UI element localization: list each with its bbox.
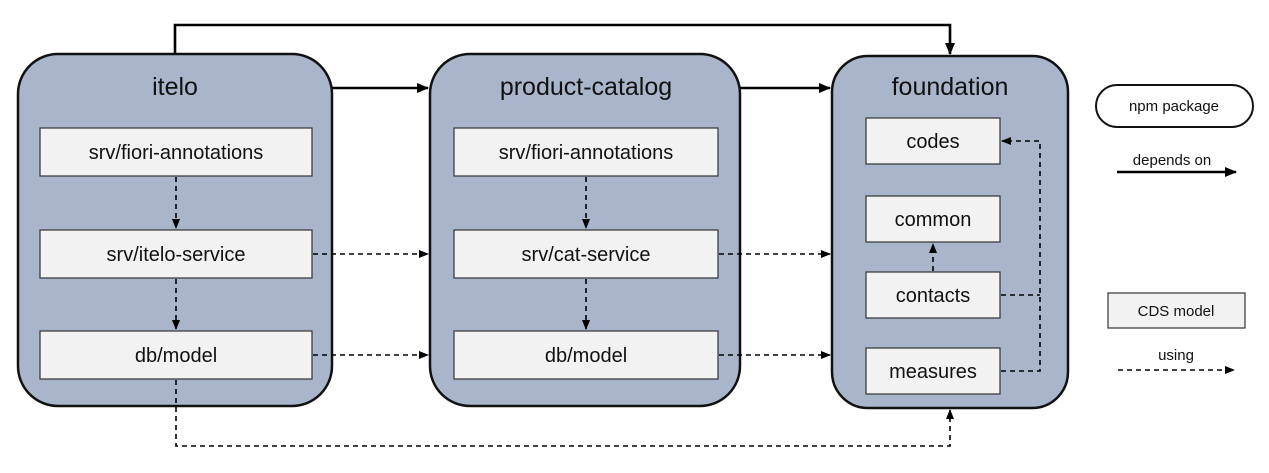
- module-itelo-db-model: db/model: [39, 330, 313, 380]
- legend-cds-model-label: CDS model: [1138, 303, 1215, 320]
- module-measures: measures: [865, 347, 1001, 395]
- module-itelo-fiori-annotations: srv/fiori-annotations: [39, 127, 313, 177]
- module-itelo-service: srv/itelo-service: [39, 229, 313, 279]
- legend-npm-package: npm package: [1095, 84, 1254, 128]
- module-contacts: contacts: [865, 271, 1001, 319]
- module-cat-service: srv/cat-service: [453, 229, 719, 279]
- module-label: db/model: [545, 345, 627, 367]
- package-product-catalog-title: product-catalog: [500, 73, 672, 101]
- using-arrow-itelo-model-to-foundation: [175, 380, 954, 447]
- module-label: srv/fiori-annotations: [89, 142, 264, 164]
- package-foundation-title: foundation: [892, 73, 1009, 101]
- legend-depends-on: depends on: [1117, 152, 1237, 177]
- legend-depends-on-label: depends on: [1133, 152, 1211, 169]
- module-catalog-db-model: db/model: [453, 330, 719, 380]
- module-catalog-fiori-annotations: srv/fiori-annotations: [453, 127, 719, 177]
- module-label: contacts: [896, 285, 970, 307]
- module-label: db/model: [135, 345, 217, 367]
- module-label: srv/cat-service: [522, 244, 651, 266]
- legend: npm package depends on CDS model using: [1095, 84, 1254, 374]
- module-label: common: [895, 209, 972, 231]
- module-label: srv/fiori-annotations: [499, 142, 674, 164]
- module-common: common: [865, 195, 1001, 243]
- module-label: srv/itelo-service: [107, 244, 246, 266]
- legend-using-label: using: [1158, 347, 1194, 364]
- module-codes: codes: [865, 117, 1001, 165]
- legend-cds-model: CDS model: [1107, 292, 1246, 329]
- using-arrow-measures-to-codes: [1001, 137, 1041, 372]
- module-label: codes: [906, 131, 959, 153]
- depends-on-arrow-itelo-to-foundation: [173, 23, 955, 55]
- legend-npm-package-label: npm package: [1129, 98, 1219, 115]
- module-label: measures: [889, 361, 977, 383]
- legend-using: using: [1118, 347, 1235, 374]
- package-itelo-title: itelo: [152, 73, 198, 101]
